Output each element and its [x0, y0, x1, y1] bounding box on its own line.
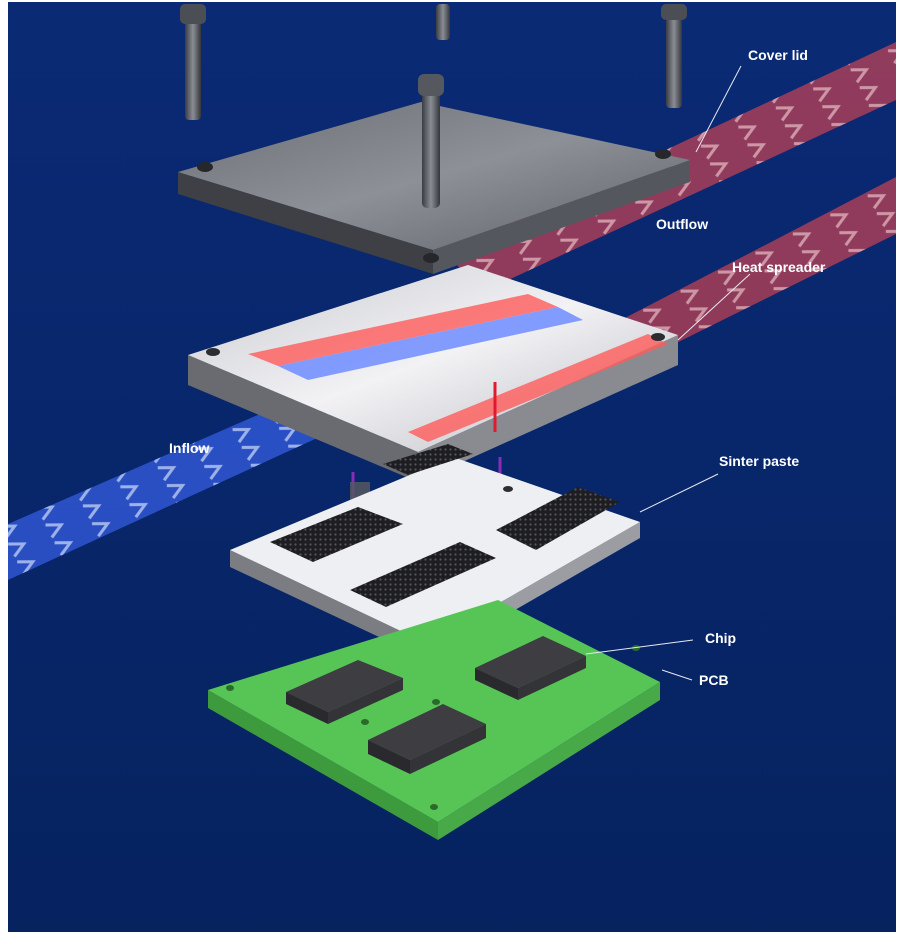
chip: [286, 660, 403, 724]
bolt: [436, 4, 450, 40]
chip-label: Chip: [705, 630, 737, 646]
outflow-label: Outflow: [656, 216, 709, 232]
bolt: [661, 4, 687, 108]
chip-leader: [585, 639, 694, 655]
center-bolt: [418, 74, 444, 208]
assembly-illustration: [8, 2, 896, 932]
outflow-stream-lower: [598, 177, 896, 362]
sinter-paste-label: Sinter paste: [719, 453, 800, 469]
pcb-label: PCB: [699, 672, 729, 688]
heat-spreader-label: Heat spreader: [732, 259, 826, 275]
inflow-label: Inflow: [169, 440, 210, 456]
chip: [368, 704, 486, 774]
exploded-assembly-diagram: Cover lid Outflow Heat spreader Inflow S…: [8, 2, 896, 932]
sinter-paste-layer: [230, 444, 640, 660]
sinter-paste-leader: [639, 473, 719, 513]
cover-lid-leader: [695, 65, 742, 153]
pcb-leader: [661, 669, 693, 681]
heat-spreader: [188, 265, 678, 482]
heat-spreader-leader: [677, 273, 751, 341]
cover-lid-label: Cover lid: [748, 47, 808, 63]
chip: [475, 636, 586, 700]
bolt: [180, 4, 206, 120]
